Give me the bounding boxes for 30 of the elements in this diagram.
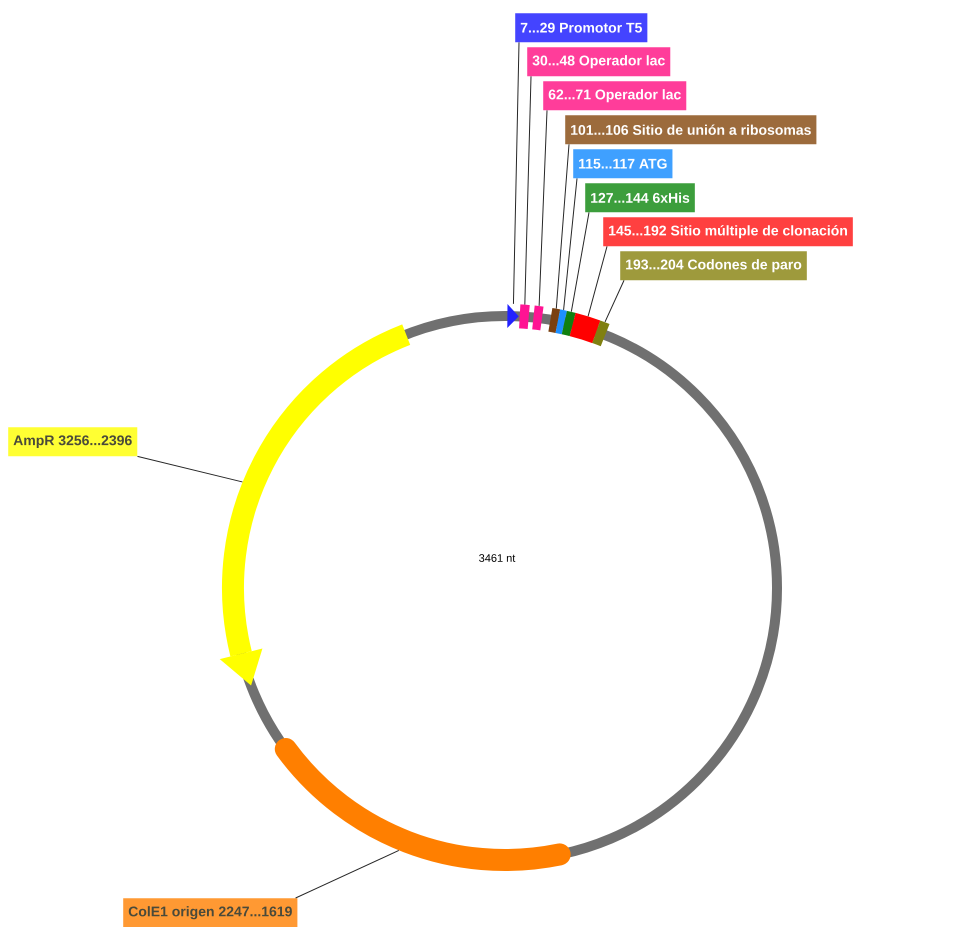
leader-line	[563, 178, 578, 310]
leader-line	[512, 42, 520, 304]
feature-label: 62...71 Operador lac	[543, 81, 686, 110]
feature-bar	[555, 309, 567, 334]
leader-line	[538, 110, 548, 306]
feature-label: 145...192 Sitio múltiple de clonación	[603, 217, 853, 246]
feature-label: 7...29 Promotor T5	[515, 13, 648, 42]
leader-line	[295, 850, 400, 898]
feature-label: 127...144 6xHis	[585, 183, 695, 212]
feature-bar	[274, 738, 571, 871]
leader-line	[604, 280, 624, 322]
leader-line	[588, 246, 608, 317]
feature-label: 193...204 Codones de paro	[620, 251, 807, 280]
feature-label: AmpR 3256...2396	[8, 427, 138, 456]
leader-line	[136, 456, 243, 482]
feature-label: 101...106 Sitio de unión a ribosomas	[565, 115, 816, 144]
leader-line	[556, 144, 570, 309]
feature-bar	[532, 306, 544, 330]
feature-label: 115...117 ATG	[573, 149, 672, 178]
leader-line	[524, 76, 532, 305]
feature-label: 30...48 Operador lac	[527, 47, 670, 76]
leader-line	[570, 212, 590, 312]
feature-bar	[548, 308, 560, 333]
feature-bar	[519, 304, 530, 329]
feature-bar	[562, 310, 576, 336]
feature-bar	[592, 320, 610, 346]
feature-arrow	[220, 324, 411, 686]
feature-label: ColE1 origen 2247...1619	[123, 898, 298, 927]
feature-triangle	[507, 304, 519, 328]
feature-bar	[570, 312, 600, 344]
